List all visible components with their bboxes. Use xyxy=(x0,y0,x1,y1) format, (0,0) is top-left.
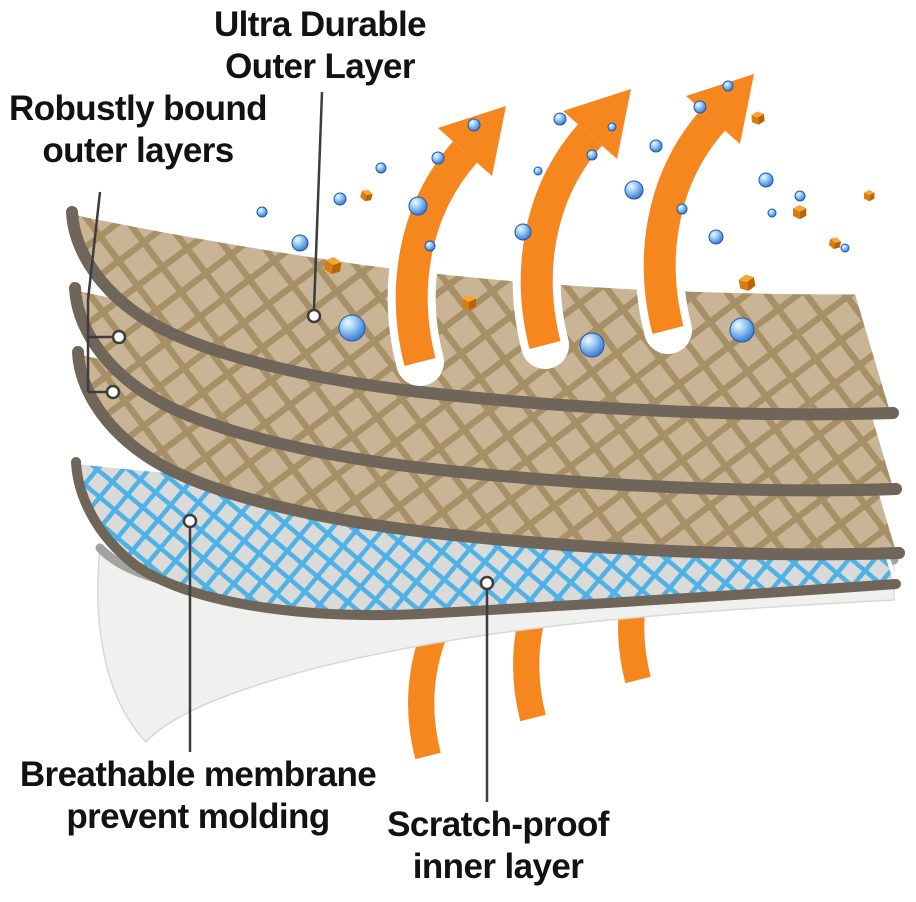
label-inner-layer: Scratch-proof inner layer xyxy=(352,804,644,888)
label-membrane: Breathable membrane prevent molding xyxy=(0,754,396,838)
callout-dot-sheet-2 xyxy=(111,329,127,345)
label-membrane-line2: prevent molding xyxy=(66,797,330,836)
label-inner-layer-line1: Scratch-proof xyxy=(387,805,609,844)
callout-dot-sheet-3 xyxy=(105,384,121,400)
label-outer-layer-line2: Outer Layer xyxy=(225,47,415,86)
water-droplets xyxy=(256,80,850,358)
leader-dots xyxy=(105,308,495,591)
label-bound-layers: Robustly bound outer layers xyxy=(0,88,282,172)
label-outer-layer-line1: Ultra Durable xyxy=(214,5,427,44)
leader-lines xyxy=(86,91,489,802)
leader-outer-layer xyxy=(312,91,324,310)
callout-dot-inner-layer xyxy=(479,575,495,591)
label-bound-layers-line1: Robustly bound xyxy=(9,89,268,128)
callout-dot-membrane xyxy=(182,513,198,529)
leader-bound-layers-bracket xyxy=(86,191,112,394)
label-membrane-line1: Breathable membrane xyxy=(19,755,377,794)
label-outer-layer: Ultra Durable Outer Layer xyxy=(150,4,490,88)
label-bound-layers-line2: outer layers xyxy=(42,131,234,170)
label-inner-layer-line2: inner layer xyxy=(412,847,584,886)
callout-dot-outer-layer xyxy=(306,308,322,324)
